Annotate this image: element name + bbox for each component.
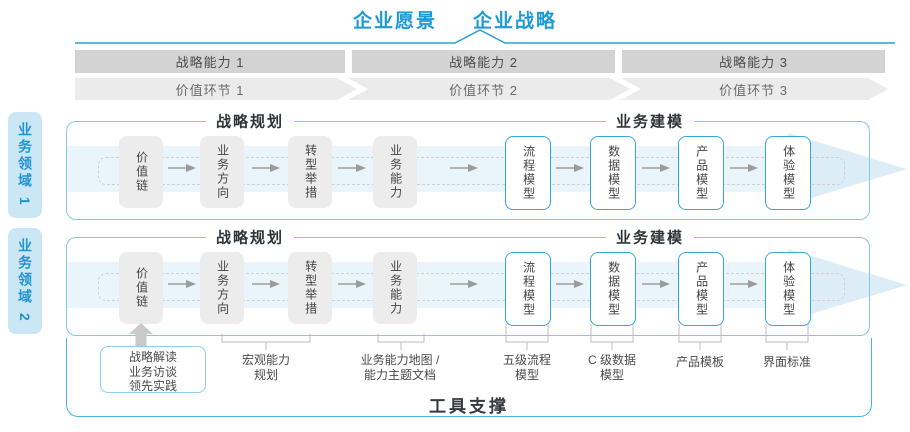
note-c-level-data-model: C 级数据 模型 xyxy=(587,353,637,382)
box-product-model: 产品模型 xyxy=(678,252,724,326)
tool-support-label: 工具支撑 xyxy=(429,397,509,416)
tool-support-container xyxy=(66,338,872,417)
flow-arrow-icon xyxy=(450,164,478,172)
capability-bar-1-label: 战略能力 1 xyxy=(175,55,245,70)
box-transformation-initiatives: 转型举措 xyxy=(288,252,332,324)
flow-arrow-icon xyxy=(252,164,280,172)
flow-arrow-icon xyxy=(556,280,584,288)
capability-bar-3: 战略能力 3 xyxy=(622,50,885,73)
flow-arrow-icon xyxy=(252,280,280,288)
note-ui-standard: 界面标准 xyxy=(762,355,812,369)
flow-arrow-icon xyxy=(338,164,366,172)
flow-arrow-icon xyxy=(168,280,196,288)
value-link-2: 价值环节 2 xyxy=(352,78,615,100)
modeling-header: 业务建模 xyxy=(605,110,695,132)
box-data-model: 数据模型 xyxy=(590,252,636,326)
capability-bar-2-label: 战略能力 2 xyxy=(449,55,518,70)
flow-arrow-icon xyxy=(642,280,670,288)
box-experience-model: 体验模型 xyxy=(765,252,811,326)
flow-arrow-icon xyxy=(642,164,670,172)
callout-line: 领先实践 xyxy=(128,379,177,393)
box-business-capability: 业务能力 xyxy=(373,136,417,208)
note-l5-process-model: 五级流程 模型 xyxy=(502,353,552,382)
note-capability-map: 业务能力地图 / 能力主题文档 xyxy=(360,353,440,382)
capability-bar-2: 战略能力 2 xyxy=(352,50,615,73)
flow-arrow-icon xyxy=(556,164,584,172)
capability-bar-3-label: 战略能力 3 xyxy=(719,55,788,70)
box-business-capability: 业务能力 xyxy=(373,252,417,324)
value-link-2-label: 价值环节 2 xyxy=(449,82,518,98)
box-value-chain: 价值链 xyxy=(119,136,163,208)
box-experience-model: 体验模型 xyxy=(765,136,811,210)
flow-arrow-icon xyxy=(450,280,478,288)
value-link-1-label: 价值环节 1 xyxy=(175,82,245,98)
planning-header: 战略规划 xyxy=(205,110,295,132)
up-arrow-icon xyxy=(129,323,153,346)
flow-arrow-icon xyxy=(338,280,366,288)
modeling-header: 业务建模 xyxy=(605,226,695,248)
box-product-model: 产品模型 xyxy=(678,136,724,210)
box-business-direction: 业务方向 xyxy=(200,252,244,324)
box-business-direction: 业务方向 xyxy=(200,136,244,208)
strategy-title: 企业战略 xyxy=(473,11,558,32)
dashed-track xyxy=(98,157,845,185)
business-domain-1-label: 业务领域 1 xyxy=(17,122,33,208)
value-link-3: 价值环节 3 xyxy=(622,78,885,100)
value-link-3-label: 价值环节 3 xyxy=(719,82,788,98)
value-link-chevron-band xyxy=(75,78,888,100)
value-link-1: 价值环节 1 xyxy=(75,78,345,100)
flow-arrow-icon xyxy=(730,164,758,172)
callout-line: 业务访谈 xyxy=(128,364,177,379)
box-process-model: 流程模型 xyxy=(505,136,551,210)
business-domain-1: 业务领域 1 xyxy=(8,112,42,218)
insight-callout-box: 战略解读 业务访谈 领先实践 xyxy=(100,346,206,393)
callout-line: 战略解读 xyxy=(128,350,177,364)
box-process-model: 流程模型 xyxy=(505,252,551,326)
note-product-template: 产品模板 xyxy=(675,355,725,369)
capability-bar-1: 战略能力 1 xyxy=(75,50,345,73)
vision-title: 企业愿景 xyxy=(352,11,437,32)
dashed-track xyxy=(98,273,845,301)
box-transformation-initiatives: 转型举措 xyxy=(288,136,332,208)
box-value-chain: 价值链 xyxy=(119,252,163,324)
note-macro-capability: 宏观能力 规划 xyxy=(241,353,291,382)
annotation-connectors xyxy=(129,323,809,350)
title-caret-line xyxy=(75,29,895,44)
business-domain-2: 业务领域 2 xyxy=(8,228,42,334)
planning-header: 战略规划 xyxy=(205,226,295,248)
box-data-model: 数据模型 xyxy=(590,136,636,210)
flow-arrow-icon xyxy=(168,164,196,172)
flow-arrow-icon xyxy=(730,280,758,288)
page-title: 企业愿景 企业战略 xyxy=(0,6,910,33)
bracket-lines xyxy=(221,324,809,350)
business-domain-2-label: 业务领域 2 xyxy=(17,238,33,324)
